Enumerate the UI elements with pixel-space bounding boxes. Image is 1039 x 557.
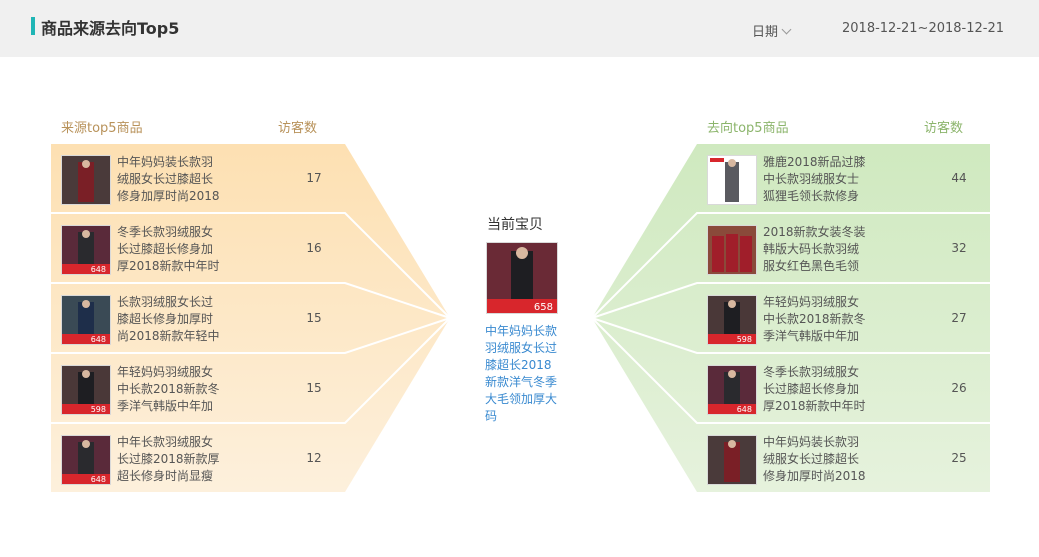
current-item-heading: 当前宝贝: [487, 217, 543, 233]
product-thumbnail: [707, 225, 757, 275]
price-tag: 658: [534, 302, 553, 313]
product-thumbnail: [707, 435, 757, 485]
destination-row-divider: [591, 317, 990, 424]
product-name: 2018新款女装冬装韩版大码长款羽绒服女红色黑色毛领: [763, 225, 866, 273]
date-dropdown-label: 日期: [752, 25, 779, 40]
source-row-divider: [51, 282, 451, 319]
current-item-link[interactable]: 中年妈妈长款羽绒服女长过膝超长2018新款洋气冬季大毛领加厚大码: [485, 324, 558, 423]
product-thumbnail: 648: [707, 365, 757, 415]
price-tag: 598: [91, 405, 106, 414]
product-thumbnail: 598: [707, 295, 757, 345]
product-name: 冬季长款羽绒服女长过膝超长修身加厚2018新款中年时: [117, 225, 220, 273]
source-item-row[interactable]: 648 长款羽绒服女长过膝超长修身加厚时尚2018新款年轻中 15: [51, 285, 351, 351]
product-thumbnail: 648: [61, 435, 111, 485]
destination-item-row[interactable]: 中年妈妈装长款羽绒服女长过膝超长修身加厚时尚2018 25: [697, 425, 990, 491]
product-thumbnail: 648: [61, 295, 111, 345]
destination-count-heading: 访客数: [924, 121, 964, 136]
source-row-divider: [51, 212, 451, 319]
source-row-divider: [51, 317, 451, 424]
visitor-count: 27: [951, 311, 967, 325]
source-item-row[interactable]: 648 中年长款羽绒服女长过膝2018新款厚超长修身时尚显瘦 12: [51, 425, 351, 491]
price-tag: 648: [91, 335, 106, 344]
price-tag: 648: [91, 475, 106, 484]
product-thumbnail: 598: [61, 365, 111, 415]
product-name: 雅鹿2018新品过膝中长款羽绒服女士狐狸毛领长款修身: [763, 155, 866, 203]
price-tag: 598: [737, 335, 752, 344]
visitor-count: 15: [306, 381, 322, 395]
product-name: 中年长款羽绒服女长过膝2018新款厚超长修身时尚显瘦: [117, 435, 220, 483]
destination-item-row[interactable]: 2018新款女装冬装韩版大码长款羽绒服女红色黑色毛领 32: [697, 215, 990, 281]
destination-item-row[interactable]: 648 冬季长款羽绒服女长过膝超长修身加厚2018新款中年时 26: [697, 355, 990, 421]
destination-funnel-shape: [592, 144, 990, 492]
current-item-thumbnail[interactable]: 658: [486, 242, 558, 314]
product-thumbnail: [61, 155, 111, 205]
date-range-text: 2018-12-21~2018-12-21: [842, 21, 1004, 36]
destination-row-divider: [591, 282, 990, 319]
price-tag: 648: [91, 265, 106, 274]
destination-row-divider: [591, 212, 990, 319]
destination-item-row[interactable]: 598 年轻妈妈羽绒服女中长款2018新款冬季洋气韩版中年加 27: [697, 285, 990, 351]
product-name: 中年妈妈装长款羽绒服女长过膝超长修身加厚时尚2018: [117, 155, 220, 203]
product-name: 冬季长款羽绒服女长过膝超长修身加厚2018新款中年时: [763, 365, 866, 413]
source-item-row[interactable]: 598 年轻妈妈羽绒服女中长款2018新款冬季洋气韩版中年加 15: [51, 355, 351, 421]
visitor-count: 26: [951, 381, 967, 395]
product-name: 年轻妈妈羽绒服女中长款2018新款冬季洋气韩版中年加: [117, 365, 220, 413]
product-name: 中年妈妈装长款羽绒服女长过膝超长修身加厚时尚2018: [763, 435, 866, 483]
date-dropdown[interactable]: 日期: [752, 21, 792, 40]
source-count-heading: 访客数: [278, 121, 318, 136]
page-header: 商品来源去向Top5 日期 2018-12-21~2018-12-21: [0, 0, 1039, 57]
source-row-divider: [51, 317, 451, 354]
visitor-count: 16: [306, 241, 322, 255]
product-name: 年轻妈妈羽绒服女中长款2018新款冬季洋气韩版中年加: [763, 295, 866, 343]
title-accent-bar: [31, 17, 35, 35]
source-item-row[interactable]: 中年妈妈装长款羽绒服女长过膝超长修身加厚时尚2018 17: [51, 145, 351, 211]
product-name: 长款羽绒服女长过膝超长修身加厚时尚2018新款年轻中: [117, 295, 220, 343]
visitor-count: 12: [306, 451, 322, 465]
product-thumbnail: [707, 155, 757, 205]
visitor-count: 32: [951, 241, 967, 255]
source-item-row[interactable]: 648 冬季长款羽绒服女长过膝超长修身加厚2018新款中年时 16: [51, 215, 351, 281]
destination-item-row[interactable]: 雅鹿2018新品过膝中长款羽绒服女士狐狸毛领长款修身 44: [697, 145, 990, 211]
visitor-count: 25: [951, 451, 967, 465]
page-title: 商品来源去向Top5: [41, 19, 180, 38]
destination-row-divider: [591, 317, 990, 354]
source-funnel-shape: [51, 144, 450, 492]
visitor-count: 17: [306, 171, 322, 185]
destination-column-heading: 去向top5商品: [707, 121, 789, 136]
product-thumbnail: 648: [61, 225, 111, 275]
visitor-count: 15: [306, 311, 322, 325]
source-column-heading: 来源top5商品: [61, 121, 143, 136]
visitor-count: 44: [951, 171, 967, 185]
price-tag: 648: [737, 405, 752, 414]
